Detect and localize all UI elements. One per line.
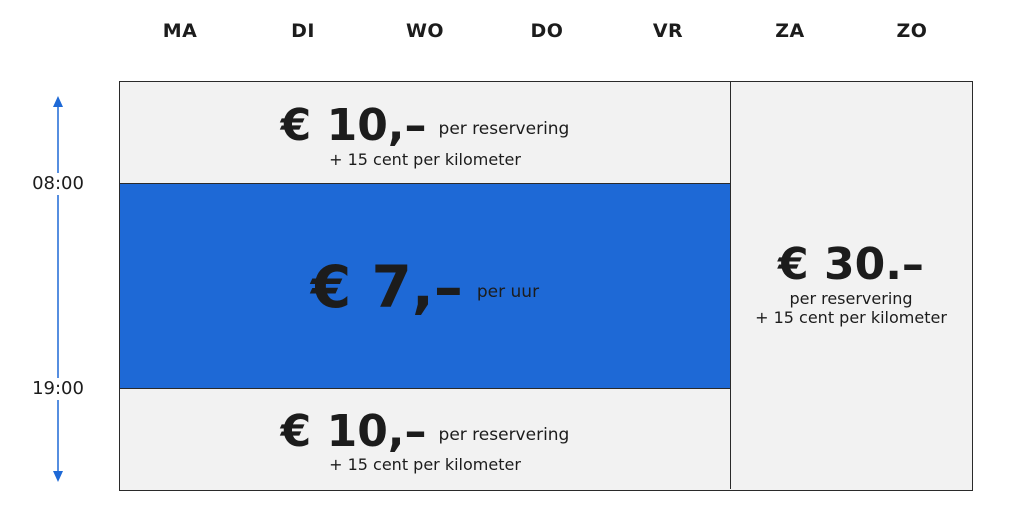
day-label-zo: ZO — [896, 20, 928, 42]
weekend-unit: per reservering — [789, 289, 913, 308]
day-label-vr: VR — [652, 20, 684, 42]
time-label-start: 08:00 — [22, 173, 94, 195]
weekday-early-cell: € 10,– per reservering + 15 cent per kilo… — [120, 82, 730, 184]
pricing-grid: € 10,– per reservering + 15 cent per kilo… — [119, 81, 973, 491]
weekday-late-unit: per reservering — [438, 425, 570, 445]
weekday-early-unit: per reservering — [438, 119, 570, 139]
weekday-early-extra: + 15 cent per kilometer — [329, 150, 521, 169]
weekend-cell: € 30.– per reservering + 15 cent per kil… — [730, 82, 971, 489]
day-label-di: DI — [291, 20, 315, 42]
weekend-price: € 30.– — [778, 239, 924, 290]
weekend-extra: + 15 cent per kilometer — [755, 308, 947, 328]
arrow-up-icon — [53, 96, 63, 107]
time-axis — [53, 96, 63, 482]
weekday-day-price: € 7,– — [310, 253, 463, 321]
weekday-day-cell: € 7,– per uur — [120, 184, 730, 389]
day-label-za: ZA — [775, 20, 805, 42]
day-label-ma: MA — [162, 20, 198, 42]
arrow-down-icon — [53, 471, 63, 482]
day-label-wo: WO — [405, 20, 445, 42]
weekday-late-price: € 10,– — [280, 406, 427, 457]
day-label-do: DO — [530, 20, 564, 42]
weekday-early-price: € 10,– — [280, 100, 427, 151]
time-label-end: 19:00 — [22, 378, 94, 400]
weekday-late-cell: € 10,– per reservering + 15 cent per kilo… — [120, 389, 730, 489]
weekday-late-extra: + 15 cent per kilometer — [329, 455, 521, 474]
weekday-day-unit: per uur — [476, 282, 540, 302]
